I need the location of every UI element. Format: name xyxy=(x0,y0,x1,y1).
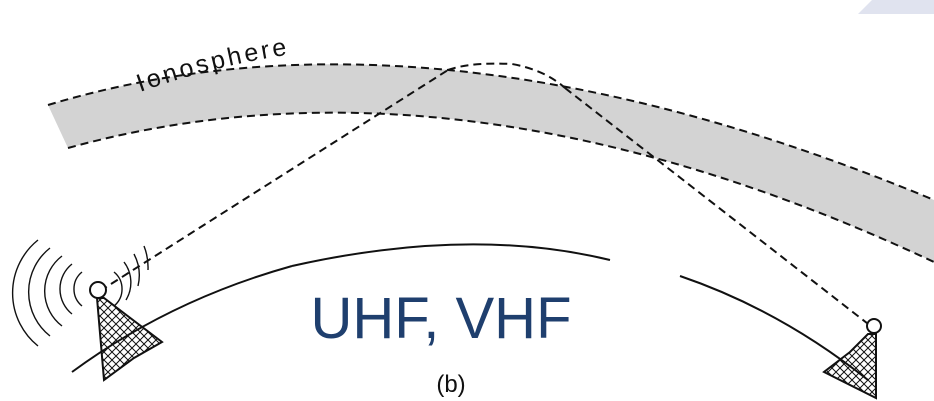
earth-surface-left xyxy=(71,265,293,373)
corner-logo-mark xyxy=(858,0,934,14)
signal-path-upgoing xyxy=(99,69,449,292)
receiver-antenna-icon xyxy=(866,318,882,334)
receiver-tower-body xyxy=(822,333,877,400)
transmitter-tower-body xyxy=(95,297,164,382)
ionosphere-band xyxy=(48,64,934,262)
transmitter-tower-icon xyxy=(89,281,164,382)
ionosphere-lower-boundary xyxy=(67,111,934,263)
ionosphere-layer: Ionosphere xyxy=(47,33,934,263)
signal-path xyxy=(99,62,873,328)
earth-surface-top xyxy=(291,243,611,267)
signal-waves-icon xyxy=(11,239,149,347)
receiver-tower-icon xyxy=(822,318,882,400)
frequency-label: UHF, VHF xyxy=(311,286,572,351)
transmitter-antenna-icon xyxy=(89,281,107,299)
ionosphere-upper-boundary xyxy=(47,63,934,201)
panel-label: (b) xyxy=(436,371,465,398)
signal-path-reflection xyxy=(447,62,566,89)
